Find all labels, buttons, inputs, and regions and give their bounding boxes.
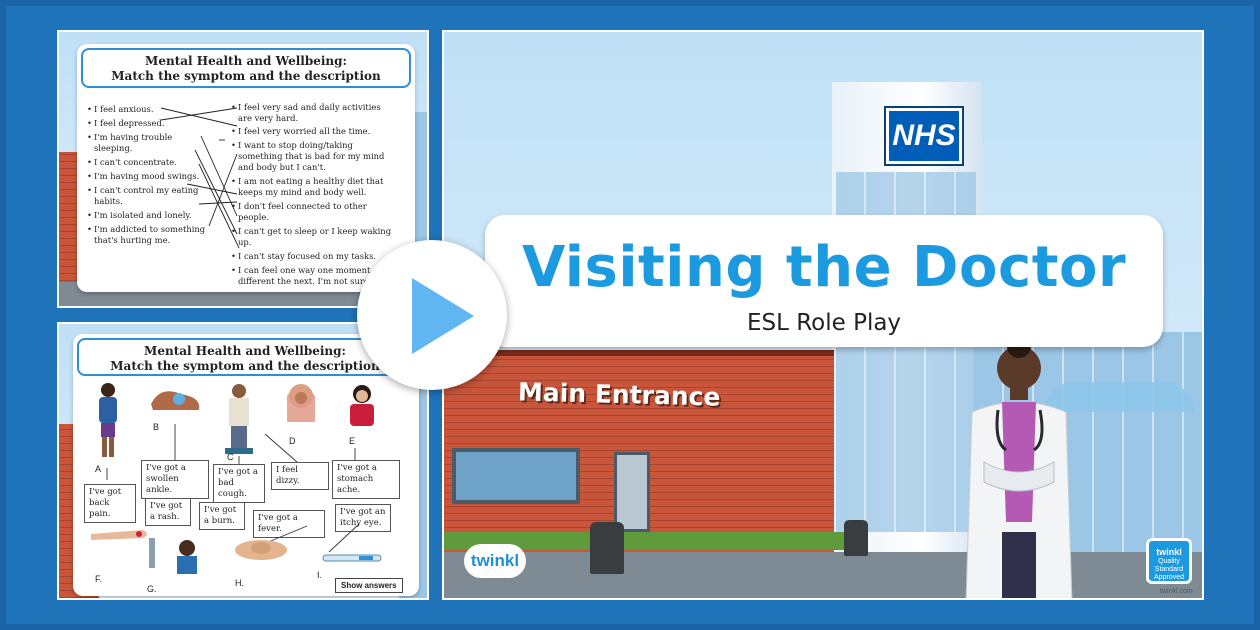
label-burn[interactable]: I've got a burn.	[199, 502, 245, 530]
label-letter: C	[227, 452, 234, 462]
window-left	[452, 448, 580, 504]
label-stomach-ache[interactable]: I've got a stomach ache.	[332, 460, 400, 499]
title-card: Visiting the Doctor ESL Role Play	[485, 215, 1163, 347]
label-letter: A	[95, 464, 102, 474]
description-item: I feel very sad and daily activities are…	[231, 102, 397, 124]
label-dizzy[interactable]: I feel dizzy.	[271, 462, 329, 490]
show-answers-button[interactable]: Show answers	[335, 578, 403, 593]
quality-badge: twinkl Quality Standard Approved	[1146, 538, 1192, 584]
symptom-item: I'm having trouble sleeping.	[87, 132, 209, 154]
watermark: twinkl.com	[1160, 588, 1193, 595]
label-letter: F.	[95, 574, 103, 584]
fever-figure	[235, 540, 287, 560]
brick-top	[444, 350, 834, 356]
symptom-item: I feel anxious.	[87, 104, 209, 115]
label-rash[interactable]: I've got a rash.	[145, 498, 191, 526]
label-itchy-eye[interactable]: I've got an itchy eye.	[335, 504, 391, 532]
description-list: I feel very sad and daily activities are…	[231, 102, 397, 290]
symptom-item: I feel depressed.	[87, 118, 209, 129]
label-swollen-ankle[interactable]: I've got a swollen ankle.	[141, 460, 209, 499]
symptom-item: I'm isolated and lonely.	[87, 210, 209, 221]
twinkl-logo: twinkl	[464, 544, 526, 578]
label-letter: D	[289, 436, 296, 446]
label-letter: E	[349, 436, 356, 446]
label-letter: H.	[235, 578, 244, 588]
burn-figure	[149, 538, 197, 574]
page-title: Visiting the Doctor	[521, 235, 1127, 300]
description-item: I am not eating a healthy diet that keep…	[231, 176, 397, 198]
play-button[interactable]	[357, 240, 507, 390]
nhs-sign: NHS	[884, 106, 964, 166]
page-subtitle: ESL Role Play	[746, 310, 902, 336]
dizzy-figure	[287, 384, 315, 422]
label-letter: I.	[317, 570, 323, 580]
worksheet-heading: Mental Health and Wellbeing: Match the s…	[77, 338, 413, 376]
symptom-item: I can't control my eating habits.	[87, 185, 209, 207]
back-pain-figure	[99, 383, 117, 457]
label-back-pain[interactable]: I've got back pain.	[84, 484, 136, 523]
description-item: I can't get to sleep or I keep waking up…	[231, 226, 397, 248]
canopy	[1044, 382, 1194, 412]
description-item: I don't feel connected to other people.	[231, 201, 397, 223]
label-bad-cough[interactable]: I've got a bad cough.	[213, 464, 265, 503]
symptom-list: I feel anxious. I feel depressed. I'm ha…	[87, 104, 209, 249]
worksheet-heading: Mental Health and Wellbeing: Match the s…	[81, 48, 411, 88]
bin-right	[844, 520, 868, 556]
bin-left	[590, 522, 624, 574]
description-item: I can't stay focused on my tasks.	[231, 251, 397, 262]
matching-lines	[160, 107, 240, 249]
description-item: I feel very worried all the time.	[231, 126, 397, 137]
stomach-ache-figure	[350, 385, 374, 426]
label-letter: B	[153, 422, 160, 432]
description-item: I can feel one way one moment, and diffe…	[231, 265, 397, 287]
symptom-item: I'm addicted to something that's hurting…	[87, 224, 209, 246]
slide-thumbnail-1[interactable]: Mental Health and Wellbeing: Match the s…	[57, 30, 429, 308]
cough-figure	[225, 384, 253, 454]
slide-thumbnail-2[interactable]: Mental Health and Wellbeing: Match the s…	[57, 322, 429, 600]
play-icon	[412, 278, 474, 354]
description-item: I want to stop doing/taking something th…	[231, 140, 397, 173]
grass-strip	[444, 532, 844, 550]
entrance-sign: Main Entrance	[517, 377, 721, 412]
rash-arm-figure	[91, 530, 147, 540]
pavement	[444, 552, 1202, 598]
entrance-door	[614, 452, 650, 532]
label-letter: G.	[147, 584, 157, 594]
doctor-figure	[965, 334, 1073, 598]
symptom-item: I'm having mood swings.	[87, 171, 209, 182]
symptom-item: I can't concentrate.	[87, 157, 209, 168]
thermometer-figure	[322, 554, 382, 562]
ankle-figure	[151, 391, 200, 410]
